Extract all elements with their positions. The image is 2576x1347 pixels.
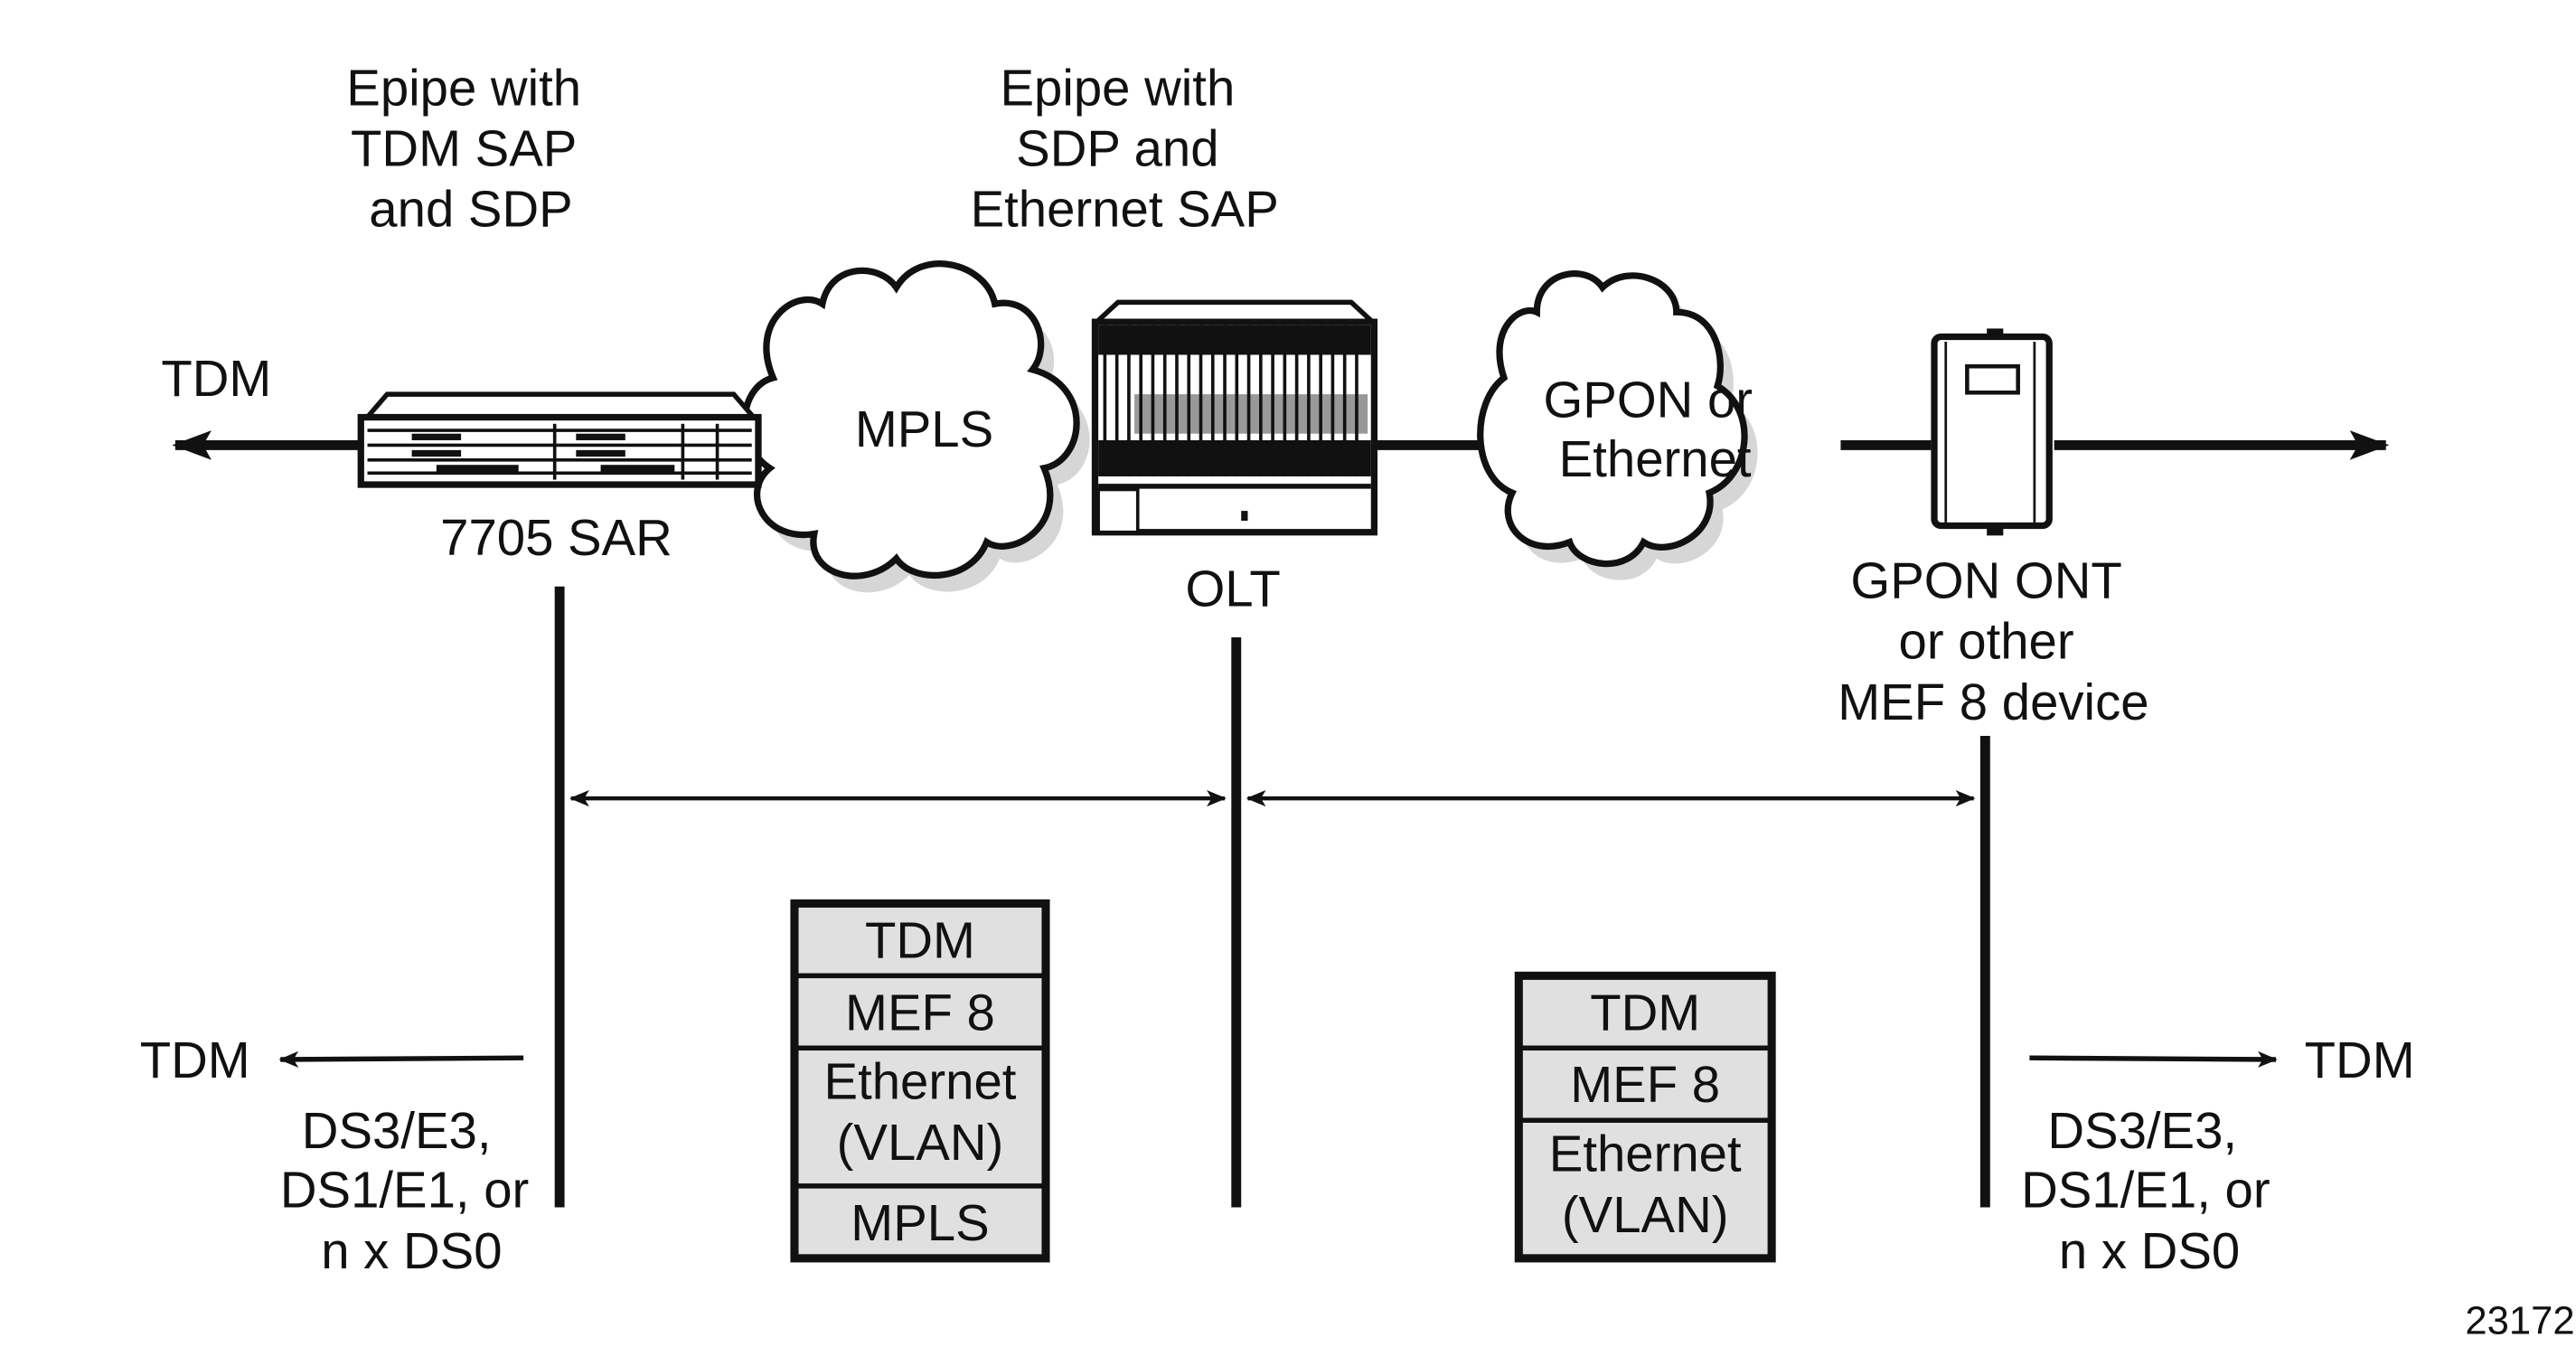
- stack-layer-label: TDM: [865, 911, 975, 968]
- rates-left-label: DS3/E3, DS1/E1, or n x DS0: [280, 1102, 543, 1279]
- stack-layer-label: Ethernet(VLAN): [824, 1053, 1017, 1171]
- tdm-arrow-left: [278, 1050, 524, 1068]
- tdm-left-label: TDM: [140, 1031, 250, 1088]
- stack-layer: [792, 1045, 1048, 1189]
- mpls-cloud: MPLS: [741, 260, 1090, 593]
- epipe-left-label: Epipe with TDM SAP and SDP: [346, 59, 595, 237]
- rates-right-label: DS3/E3, DS1/E1, or n x DS0: [2021, 1102, 2284, 1279]
- ont-label: GPON ONT or other MEF 8 device: [1838, 551, 2148, 730]
- olt-chassis-icon: [1091, 299, 1378, 536]
- stack-layer-label: Ethernet(VLAN): [1549, 1126, 1742, 1243]
- gpon-cloud-label: GPON or Ethernet: [1544, 372, 1767, 487]
- sar-router-icon: [357, 391, 762, 488]
- tdm-top-label: TDM: [161, 350, 271, 407]
- mpls-cloud-label: MPLS: [855, 400, 993, 457]
- tdm-right-label: TDM: [2305, 1031, 2415, 1088]
- olt-label: OLT: [1185, 560, 1280, 617]
- gpon-cloud: GPON or Ethernet: [1477, 270, 1767, 580]
- stack-layer: [792, 973, 1048, 1051]
- figure-id: 23172: [2465, 1299, 2574, 1342]
- stack-layer-label: MPLS: [851, 1194, 989, 1251]
- protocol-stack-left: TDM MEF 8 Ethernet(VLAN) MPLS: [790, 899, 1050, 1263]
- sar-label: 7705 SAR: [440, 509, 672, 566]
- stack-border: [1514, 971, 1776, 1263]
- ont-device-icon: [1931, 328, 2053, 536]
- epipe-mid-label: Epipe with SDP and Ethernet SAP: [971, 59, 1279, 237]
- stack-layer-label: MEF 8: [1570, 1056, 1720, 1113]
- stack-layer-label: MEF 8: [845, 984, 995, 1041]
- protocol-stack-right: TDM MEF 8 Ethernet(VLAN): [1514, 971, 1776, 1263]
- stack-layer-label: TDM: [1590, 984, 1700, 1041]
- tdm-arrow-right: [2029, 1050, 2278, 1068]
- stack-border: [790, 899, 1050, 1263]
